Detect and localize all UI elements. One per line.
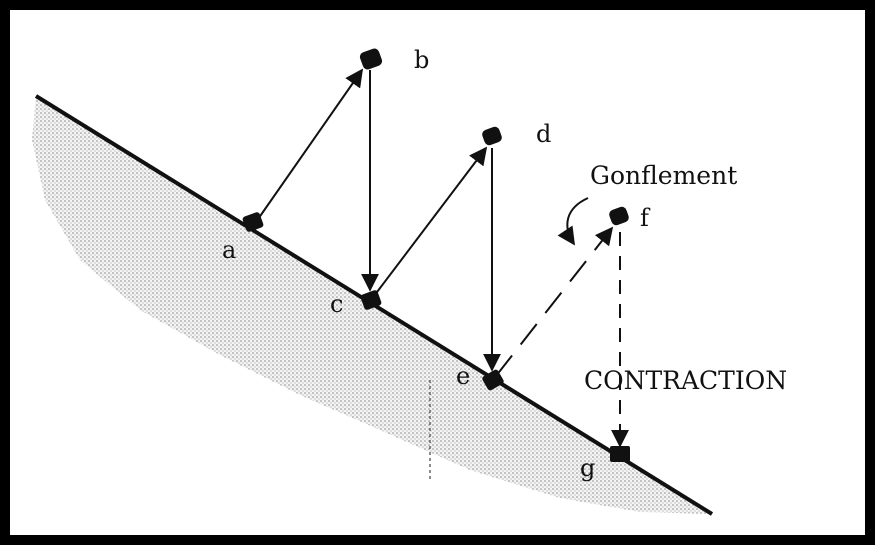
arrow-c-to-d: [373, 146, 488, 297]
swelling-pointer-arc: [557, 197, 589, 246]
swelling-label: Gonflement: [590, 161, 737, 190]
arrow-e-to-f: [495, 226, 614, 377]
particle-c: [360, 290, 382, 310]
particle-a: [242, 212, 264, 232]
label-g: g: [580, 454, 595, 482]
particle-b: [359, 48, 383, 70]
particle-e: [482, 369, 504, 391]
contraction-label: CONTRACTION: [584, 366, 787, 395]
particle-f: [609, 206, 629, 226]
label-d: d: [536, 120, 551, 148]
particle-d: [482, 126, 502, 146]
particle-g: [610, 446, 630, 462]
label-f: f: [640, 204, 651, 232]
arrow-a-to-b: [255, 68, 364, 223]
label-c: c: [330, 290, 343, 318]
label-a: a: [222, 236, 236, 264]
label-e: e: [456, 362, 470, 390]
label-b: b: [414, 46, 429, 74]
